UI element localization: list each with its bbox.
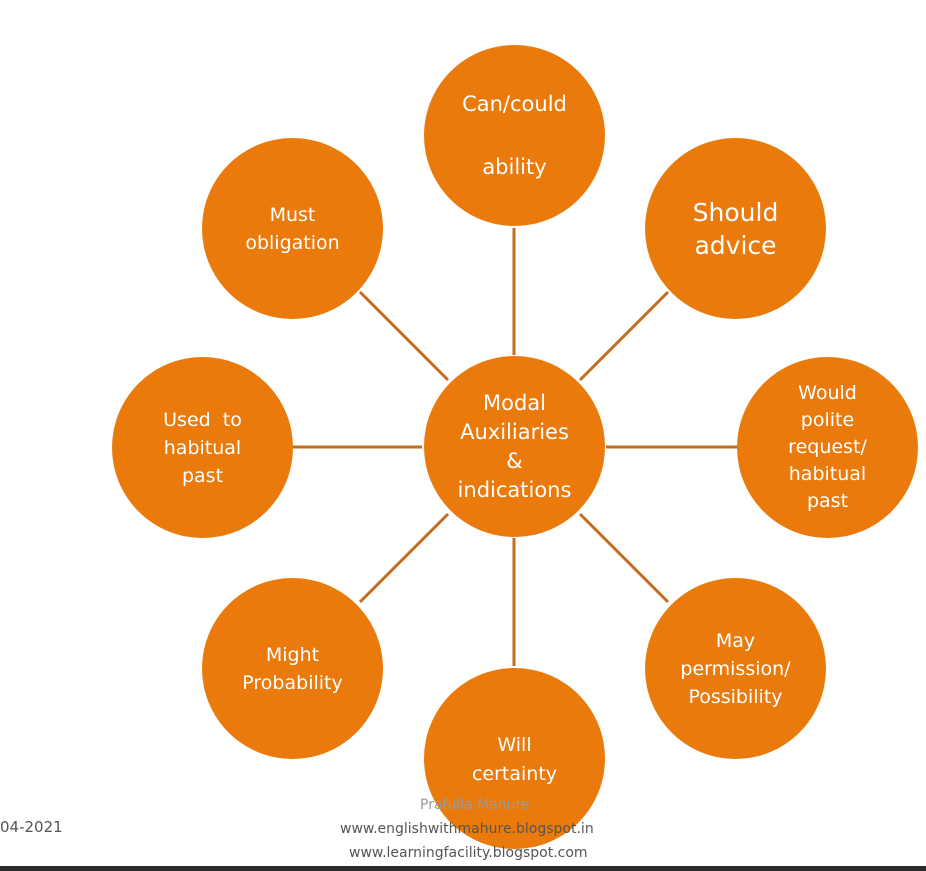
node-must-line-2: obligation — [245, 231, 340, 254]
node-would-line-5: past — [806, 490, 849, 512]
node-would-line-4: habitual — [788, 463, 867, 485]
footer-author: Prafulla Mahure — [420, 797, 530, 813]
node-used-to-line-1: Used to — [163, 408, 242, 431]
node-will: Will certainty — [424, 668, 605, 849]
node-might-line-2: Probability — [242, 671, 343, 694]
node-would-line-2: polite — [800, 409, 855, 431]
node-may-line-3: Possibility — [688, 685, 783, 708]
center-line-1: Modal — [483, 390, 546, 415]
node-should-line-1: Should — [692, 197, 779, 227]
node-would: Would polite request/ habitual past — [737, 357, 918, 538]
connector-must — [358, 290, 450, 382]
node-may-line-1: May — [715, 629, 756, 652]
footer-url-1: www.englishwithmahure.blogspot.in — [340, 821, 594, 837]
center-line-4: indications — [457, 477, 572, 502]
node-used-to-line-2: habitual — [163, 436, 242, 459]
node-may-line-2: permission/ — [680, 657, 791, 680]
footer-url-2: www.learningfacility.blogspot.com — [349, 845, 588, 861]
connector-may — [578, 512, 670, 604]
node-can-could: Can/could ability — [424, 45, 605, 226]
node-used-to-line-3: past — [181, 464, 224, 487]
node-might-line-1: Might — [265, 643, 320, 666]
center-line-2: Auxiliaries — [460, 419, 569, 444]
center-node-modal-auxiliaries: Modal Auxiliaries & indications — [424, 356, 605, 537]
node-would-line-1: Would — [798, 382, 857, 404]
connector-might — [358, 512, 450, 604]
footer-date: 04-2021 — [0, 818, 63, 836]
bottom-rule — [0, 866, 926, 871]
node-used-to: Used to habitual past — [112, 357, 293, 538]
node-will-line-1: Will — [497, 734, 532, 756]
node-may: May permission/ Possibility — [645, 578, 826, 759]
node-can-could-line-1: Can/could — [462, 91, 567, 116]
connector-should — [578, 290, 670, 382]
node-can-could-line-2: ability — [482, 154, 547, 179]
center-line-3: & — [506, 448, 523, 473]
node-should: Should advice — [645, 138, 826, 319]
node-must: Must obligation — [202, 138, 383, 319]
node-must-line-1: Must — [269, 203, 316, 226]
node-will-line-2: certainty — [471, 763, 558, 785]
node-might: Might Probability — [202, 578, 383, 759]
node-would-line-3: request/ — [788, 436, 867, 458]
node-should-line-2: advice — [694, 230, 777, 260]
